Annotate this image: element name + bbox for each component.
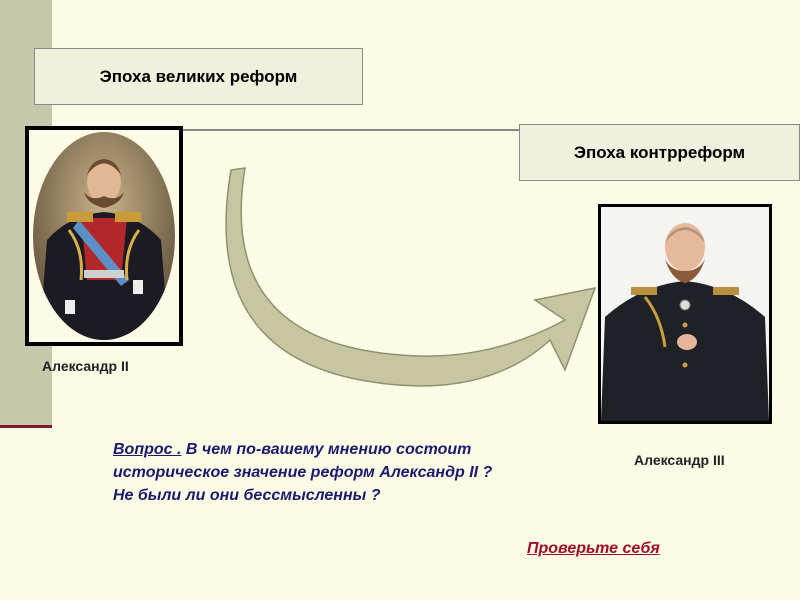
great-reforms-heading: Эпоха великих реформ [34, 48, 363, 105]
portrait-alexander-ii [25, 126, 183, 346]
side-decor-rule [0, 425, 52, 428]
caption-alexander-ii: Александр II [42, 358, 129, 374]
caption-alexander-iii: Александр III [634, 452, 725, 468]
check-yourself-link[interactable]: Проверьте себя [527, 540, 660, 557]
counter-reforms-heading: Эпоха контрреформ [519, 124, 800, 181]
question-lead: Вопрос . [113, 441, 182, 458]
alexander-iii-portrait-image [601, 207, 769, 421]
alexander-ii-portrait-image [33, 132, 175, 340]
transition-arrow [225, 167, 597, 387]
connector-line [183, 129, 520, 131]
question-text: Вопрос . В чем по-вашему мнению состоит … [113, 438, 513, 507]
portrait-alexander-iii [598, 204, 772, 424]
question-body: В чем по-вашему мнению состоит историчес… [113, 441, 493, 504]
